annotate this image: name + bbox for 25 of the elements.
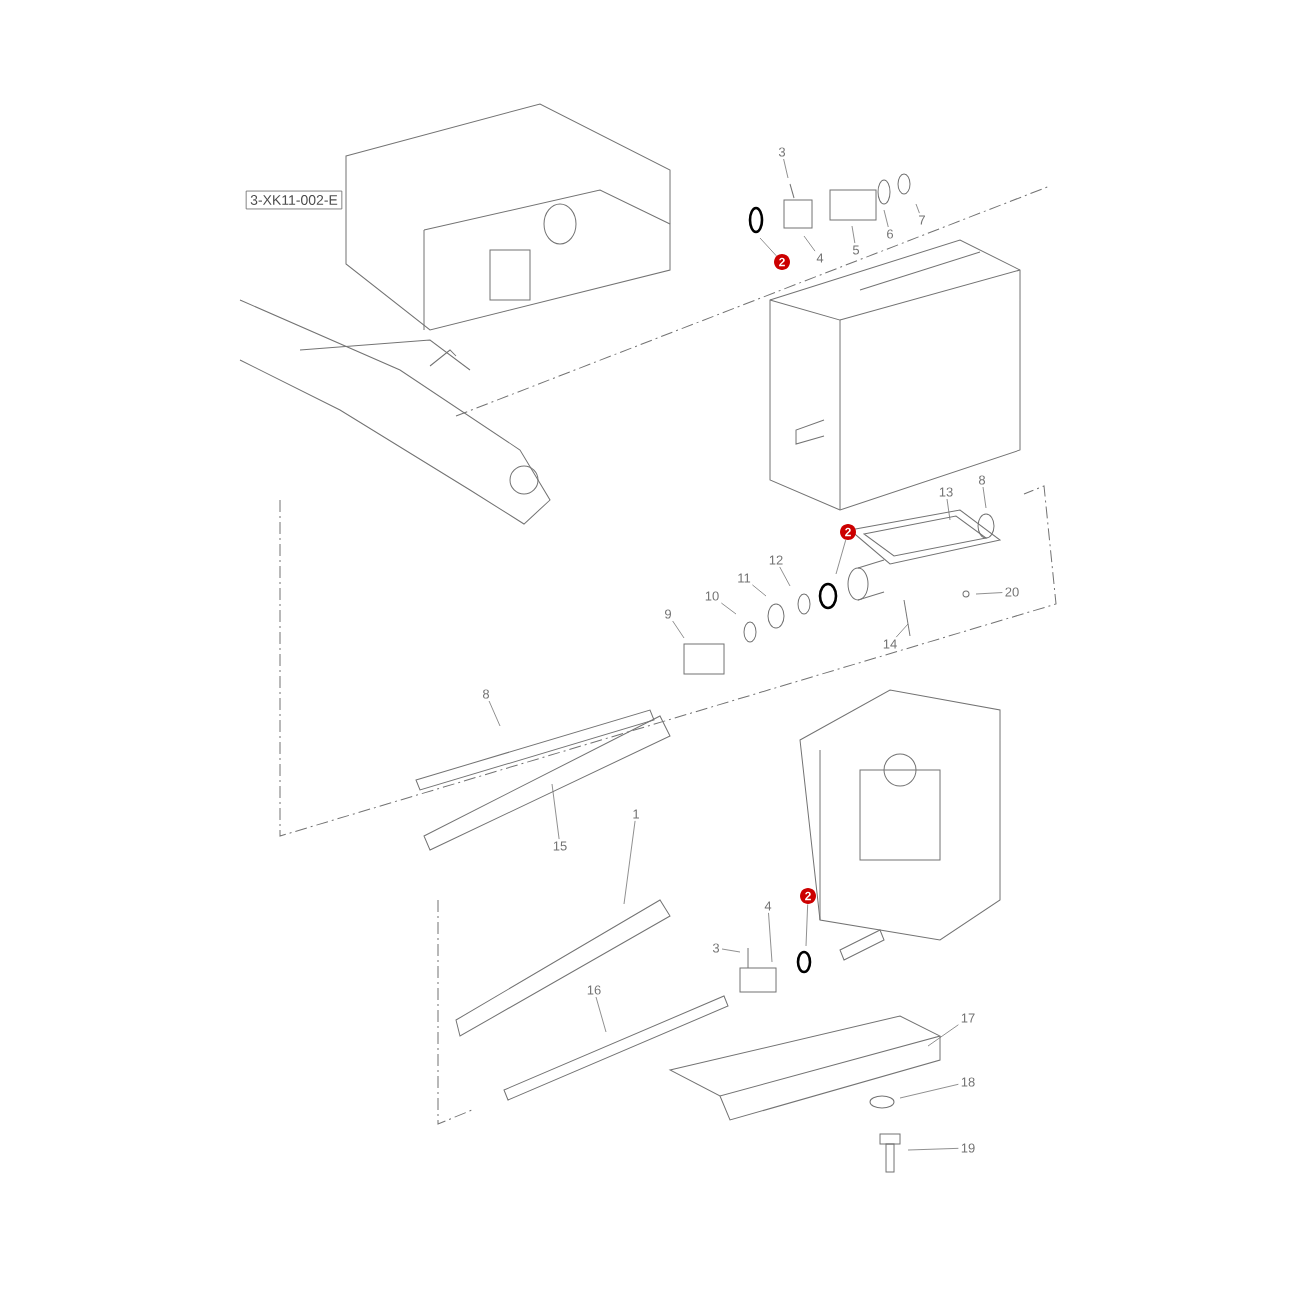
- leader-line: [759, 237, 777, 257]
- leader-line: [720, 602, 737, 615]
- leader-line: [851, 225, 856, 244]
- leader-line: [899, 1083, 959, 1099]
- leader-line: [672, 620, 685, 639]
- leader-line: [975, 592, 1003, 595]
- leader-line: [907, 1147, 959, 1151]
- leader-line: [927, 1024, 959, 1047]
- leader-line: [595, 996, 607, 1033]
- leader-line: [803, 235, 816, 252]
- leader-line: [488, 700, 501, 727]
- leader-line: [752, 584, 767, 597]
- leader-line: [915, 203, 920, 214]
- leader-line: [623, 820, 636, 905]
- leader-line: [721, 948, 741, 953]
- leader-line: [783, 158, 789, 179]
- leader-line: [883, 209, 889, 228]
- leader-line: [551, 783, 560, 840]
- leader-line: [946, 498, 951, 521]
- leader-line: [779, 566, 791, 587]
- leader-line: [768, 912, 773, 963]
- leader-line: [805, 904, 809, 947]
- leader-line: [835, 539, 847, 575]
- leader-line: [982, 486, 987, 509]
- leader-line: [895, 623, 909, 638]
